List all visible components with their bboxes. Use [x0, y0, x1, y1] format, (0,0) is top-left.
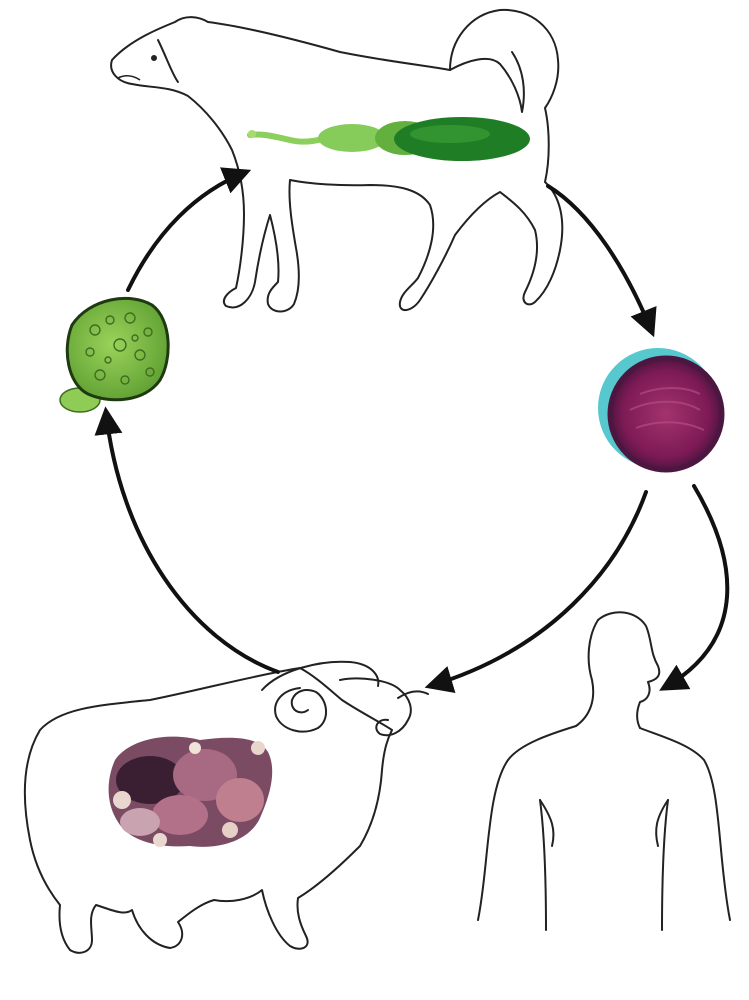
arrow-sheep-to-protoscolex	[94, 406, 280, 674]
dog-mouth	[117, 75, 141, 81]
dog-eye	[151, 55, 157, 61]
dog-outline	[110, 8, 564, 313]
egg-image	[598, 348, 725, 473]
cycle-arrows	[94, 167, 730, 693]
adult-worm-image	[247, 117, 530, 161]
sheep-outline	[23, 660, 429, 954]
arrow-egg-to-sheep	[424, 490, 648, 693]
protoscolex-image	[59, 296, 170, 413]
arrow-protoscolex-to-dog	[126, 167, 252, 292]
human-outline	[477, 611, 731, 931]
arrow-egg-to-human	[659, 484, 730, 691]
hydatid-cysts-image	[108, 736, 273, 847]
arrow-dog-to-egg	[546, 184, 657, 338]
